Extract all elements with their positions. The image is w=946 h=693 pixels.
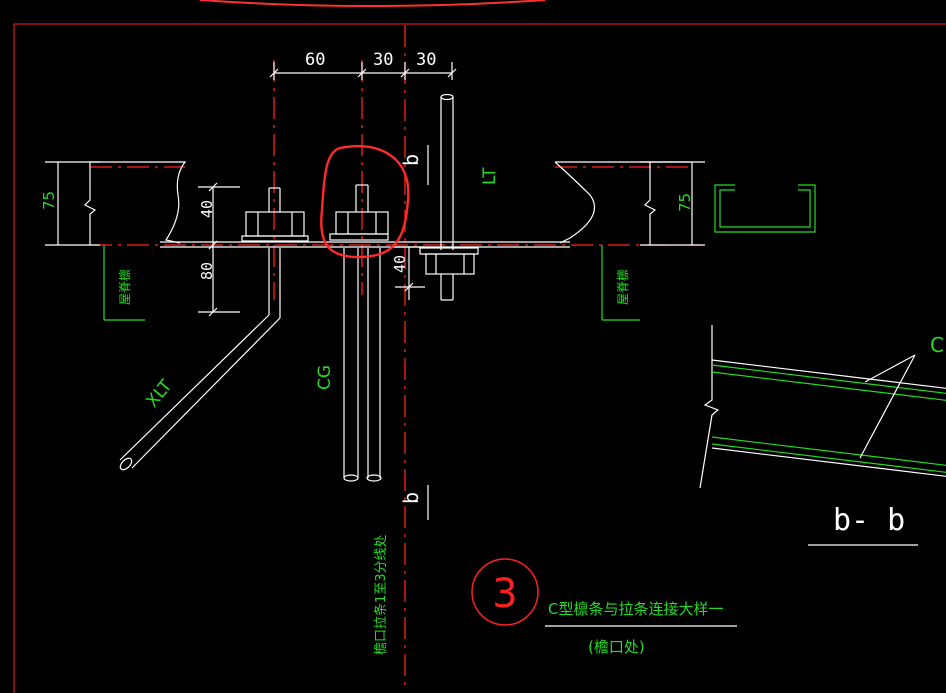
right-note-text: 屋脊檩 bbox=[615, 269, 630, 305]
right-purlin bbox=[554, 161, 690, 244]
left-note: 屋脊檩 bbox=[103, 245, 145, 321]
dim-40-right: 40 bbox=[391, 255, 409, 273]
left-note-text: 屋脊檩 bbox=[117, 269, 132, 305]
right-rod-assembly: LT bbox=[419, 93, 500, 301]
top-arc-fragment bbox=[199, 0, 546, 7]
top-dimension-chain: 60 30 30 bbox=[269, 50, 457, 80]
section-view-title: b- b bbox=[833, 503, 905, 538]
dim-40-left: 40 bbox=[198, 200, 216, 218]
dim-left-75: 75 bbox=[40, 191, 58, 210]
section-view-b-b: C b- b bbox=[699, 325, 946, 546]
left-bolt-assembly bbox=[119, 187, 309, 471]
right-vertical-dimension: 40 bbox=[391, 246, 425, 300]
detail-title: C型檩条与拉条连接大样一 bbox=[548, 600, 723, 618]
section-mark-b-top: b bbox=[399, 154, 423, 166]
left-height-dimension: 75 bbox=[40, 161, 100, 246]
dim-right-75: 75 bbox=[676, 193, 694, 212]
right-height-dimension: 75 bbox=[640, 161, 705, 246]
dim-top-30a: 30 bbox=[373, 50, 393, 70]
right-note: 屋脊檩 bbox=[601, 245, 640, 321]
drawing-frame bbox=[13, 23, 946, 693]
label-lt: LT bbox=[480, 167, 500, 185]
label-c: C bbox=[930, 333, 944, 357]
detail-number: 3 bbox=[492, 571, 517, 617]
dim-top-30b: 30 bbox=[416, 50, 436, 70]
red-highlight-circle bbox=[320, 145, 410, 259]
c-channel-icon bbox=[714, 184, 816, 233]
left-purlin bbox=[90, 161, 570, 248]
vertical-note: 檐口拉条1至3分线处 bbox=[373, 534, 389, 655]
section-mark-b-bottom: b bbox=[399, 492, 423, 504]
dim-top-60: 60 bbox=[305, 50, 325, 70]
label-xlt: XLT bbox=[142, 376, 176, 412]
detail-number-circle bbox=[471, 558, 539, 626]
center-bolt-assembly: CG bbox=[315, 184, 389, 482]
section-marks: b b bbox=[399, 145, 429, 520]
detail-title-block: 3 C型檩条与拉条连接大样一 (檐口处) bbox=[471, 558, 737, 656]
left-vertical-dimensions: 40 80 bbox=[198, 182, 240, 317]
label-cg: CG bbox=[315, 365, 335, 390]
dim-80-left: 80 bbox=[198, 262, 216, 280]
detail-subtitle: (檐口处) bbox=[588, 638, 645, 656]
